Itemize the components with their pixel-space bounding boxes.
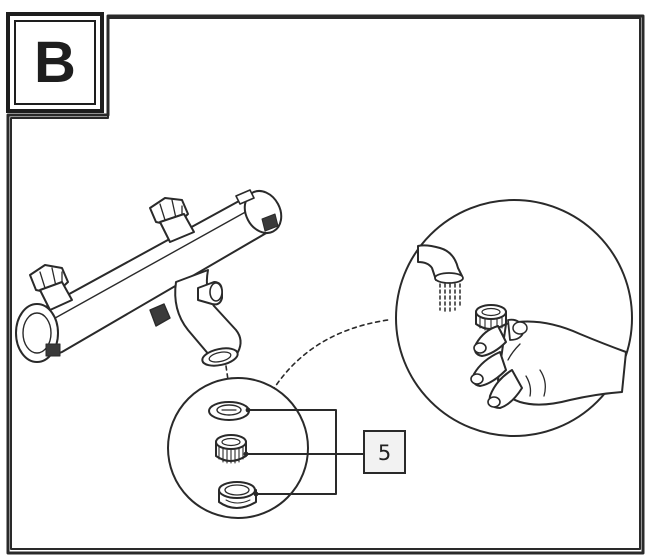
aerator-insert-icon: [208, 401, 250, 421]
diagram-frame: [6, 14, 645, 555]
hand-detail-circle: [395, 199, 633, 437]
water-flow-spout-icon: [417, 244, 464, 313]
thermostatic-bath-mixer-icon: [15, 189, 283, 367]
parts-to-detail-dashed-arc: [267, 319, 389, 399]
callout-leader-lines: [243, 407, 365, 497]
aerator-parts-circle: [167, 377, 309, 519]
hand-holding-aerator-icon: [470, 304, 627, 409]
section-label-box: B: [6, 12, 104, 113]
callout-number: 5: [378, 441, 391, 465]
aerator-cartridge-icon: [215, 434, 247, 464]
callout-box: 5: [363, 430, 406, 474]
section-letter: B: [34, 30, 76, 95]
aerator-housing-icon: [218, 481, 257, 509]
